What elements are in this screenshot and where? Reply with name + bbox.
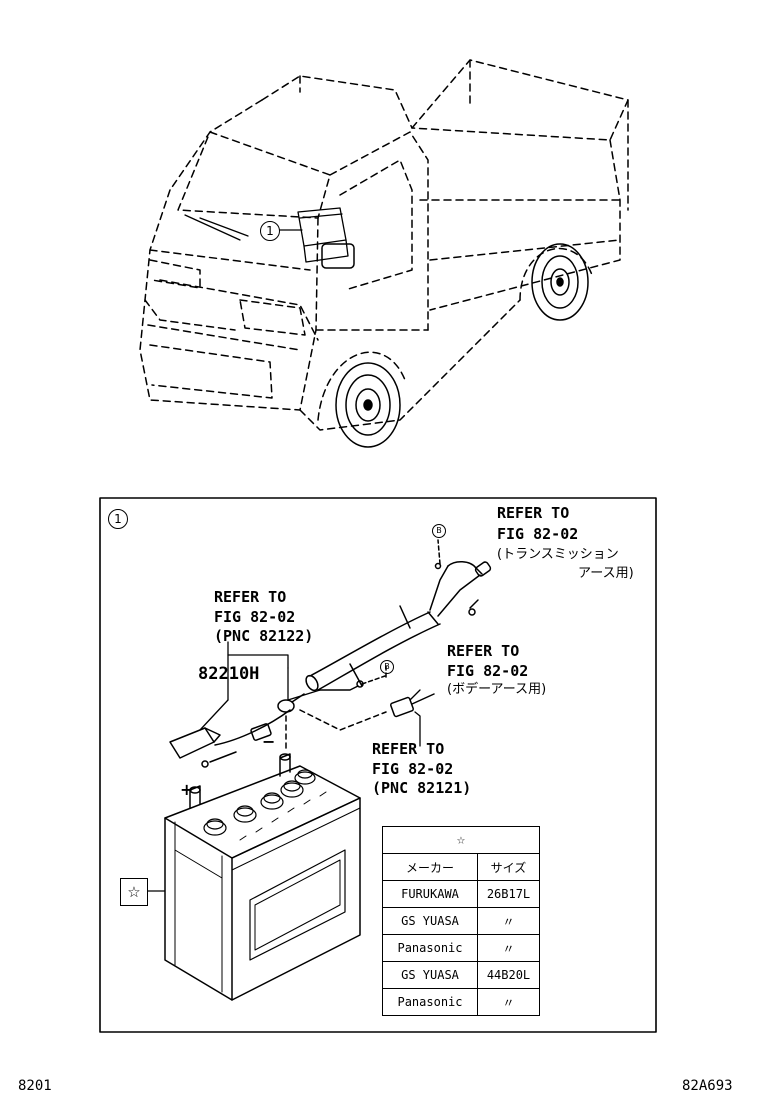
positive-terminal-cover [169, 727, 215, 759]
footer-left-code: 8201 [18, 1078, 52, 1094]
spec-cell-maker: GS YUASA [382, 907, 478, 935]
spec-cell-maker: Panasonic [382, 988, 478, 1016]
ref-top-right-line2: FIG 82-02 [497, 525, 579, 543]
side-mirror [321, 243, 355, 269]
ref-lower-middle-line1: REFER TO [372, 740, 445, 758]
table-row: GS YUASA 〃 [382, 907, 540, 935]
truck-callout-1: 1 [260, 220, 280, 241]
spec-cell-size: 〃 [477, 988, 540, 1016]
negative-terminal-sign: − [262, 732, 276, 751]
ref-upper-left-line2: FIG 82-02 [214, 608, 296, 626]
spec-cell-maker: GS YUASA [382, 961, 478, 989]
spec-table-header-star: ☆ [382, 826, 540, 854]
table-row: FURUKAWA 26B17L [382, 880, 540, 908]
footer-right-code: 82A693 [682, 1078, 733, 1094]
spec-cell-size: 〃 [477, 934, 540, 962]
part-number-82210h: 82210H [198, 664, 260, 684]
detail-box-callout-1: 1 [108, 508, 128, 529]
table-row: GS YUASA 44B20L [382, 961, 540, 989]
ref-middle-right-line3: (ボデーアース用) [447, 682, 547, 697]
rear-wheel [531, 243, 589, 321]
spec-cell-size: 〃 [477, 907, 540, 935]
ref-lower-middle-line3: (PNC 82121) [372, 779, 472, 797]
spec-cell-maker: FURUKAWA [382, 880, 478, 908]
spec-col-size: サイズ [477, 853, 540, 881]
ref-upper-left-line1: REFER TO [214, 588, 287, 606]
battery-star-marker: ☆ [120, 878, 148, 906]
ref-upper-left-line3: (PNC 82122) [214, 627, 314, 645]
ref-lower-middle-line2: FIG 82-02 [372, 760, 454, 778]
connector-callout-b-middle: B [380, 654, 394, 674]
battery-spec-table: ☆ メーカー サイズ FURUKAWA 26B17L GS YUASA 〃 Pa… [382, 826, 540, 1016]
spec-cell-size: 26B17L [477, 880, 540, 908]
ref-top-right-line1: REFER TO [497, 504, 570, 522]
front-wheel [335, 362, 401, 448]
connector-callout-b-top: B [432, 518, 446, 538]
harness-tube [305, 605, 441, 692]
table-row: Panasonic 〃 [382, 934, 540, 962]
ref-top-right-line3: (トランスミッション [497, 547, 619, 562]
positive-terminal-sign: + [180, 780, 194, 799]
spec-cell-size: 44B20L [477, 961, 540, 989]
table-row: Panasonic 〃 [382, 988, 540, 1016]
spec-col-maker: メーカー [382, 853, 478, 881]
ref-top-right-line4: アース用) [578, 566, 634, 581]
battery [164, 753, 361, 1001]
ref-middle-right-line1: REFER TO [447, 642, 520, 660]
ref-middle-right-line2: FIG 82-02 [447, 662, 529, 680]
battery-in-truck [297, 207, 349, 263]
detail-box-border [99, 497, 657, 1033]
spec-cell-maker: Panasonic [382, 934, 478, 962]
